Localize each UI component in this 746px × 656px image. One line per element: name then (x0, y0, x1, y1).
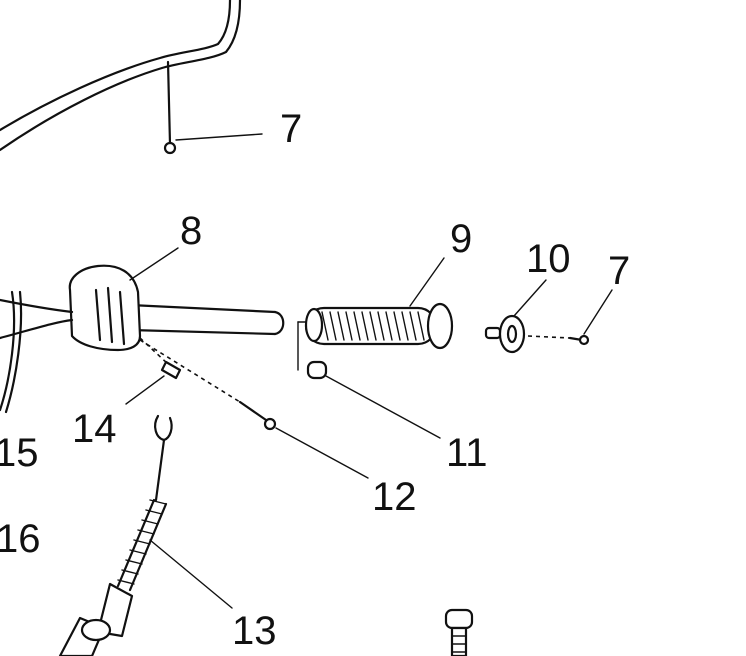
callout-15: 15 (0, 431, 39, 475)
callout-11: 11 (446, 431, 488, 475)
lower-switch-body (58, 582, 134, 656)
callout-8: 8 (180, 209, 202, 253)
callout-10: 10 (526, 237, 571, 281)
cable-spring-13 (116, 414, 173, 592)
bolt-bottom (444, 608, 474, 656)
handlebar-tube (128, 303, 285, 336)
callout-13: 13 (232, 609, 277, 653)
set-screw-14 (139, 337, 182, 380)
screw-7-right (527, 334, 590, 346)
grip-9 (304, 302, 454, 350)
plug-11 (297, 321, 328, 380)
callout-7-right: 7 (608, 249, 630, 293)
wiring-15 (0, 290, 74, 414)
callout-16: 16 (0, 517, 41, 561)
switch-housing-8 (68, 264, 142, 352)
screw-12 (139, 339, 277, 431)
callout-14: 14 (72, 407, 117, 451)
hood-outline (0, 0, 242, 152)
callout-7-upper: 7 (280, 107, 302, 151)
callout-12: 12 (372, 475, 417, 519)
washer-10 (484, 314, 526, 354)
callout-9: 9 (450, 217, 472, 261)
screw-7-upper (163, 60, 177, 155)
leader-lines (125, 133, 613, 609)
